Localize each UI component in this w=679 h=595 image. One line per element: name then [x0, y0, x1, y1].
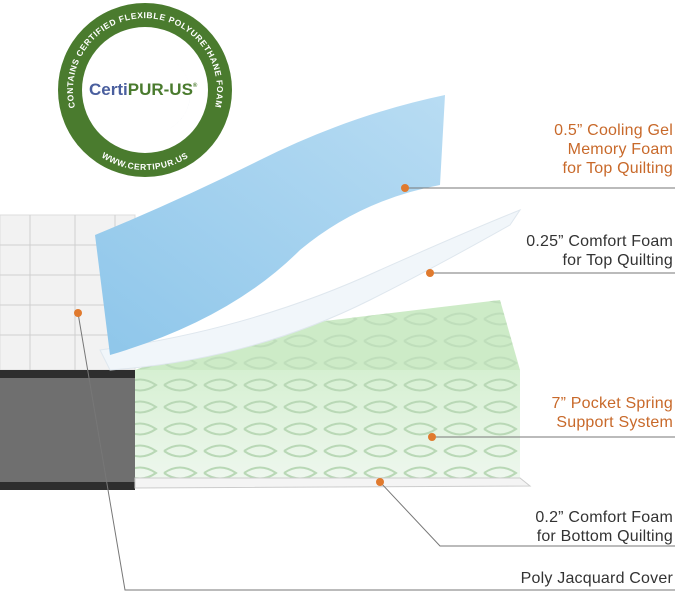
bottom-comfort-foam	[134, 477, 532, 489]
label-poly-jacquard-cover: Poly Jacquard Cover	[521, 569, 673, 588]
label-top-comfort-foam: 0.25” Comfort Foam for Top Quilting	[526, 232, 673, 270]
label-bottom-comfort-foam: 0.2” Comfort Foam for Bottom Quilting	[535, 508, 673, 546]
label-gel-memory-foam: 0.5” Cooling Gel Memory Foam for Top Qui…	[554, 121, 673, 178]
logo-brand: CertiPUR-US®	[89, 80, 198, 99]
label-line: for Bottom Quilting	[536, 528, 673, 545]
label-line: 0.2” Comfort Foam	[535, 509, 673, 526]
label-line: Poly Jacquard Cover	[520, 570, 673, 587]
gel-memory-foam	[95, 95, 445, 355]
marker-dot	[74, 309, 82, 317]
label-line: 0.25” Comfort Foam	[526, 233, 673, 250]
certipur-us-logo: CONTAINS CERTIFIED FLEXIBLE POLYURETHANE…	[58, 3, 232, 177]
label-line: Support System	[556, 414, 673, 431]
label-pocket-spring: 7” Pocket Spring Support System	[552, 394, 673, 432]
label-line: for Top Quilting	[562, 160, 673, 177]
marker-dot	[401, 184, 409, 192]
label-line: for Top Quilting	[562, 252, 673, 269]
marker-dot	[376, 478, 384, 486]
label-line: Memory Foam	[567, 141, 673, 158]
marker-dot	[428, 433, 436, 441]
top-comfort-foam	[99, 208, 522, 371]
mattress-side-panel	[0, 370, 135, 490]
label-line: 7” Pocket Spring	[551, 395, 673, 412]
label-line: 0.5” Cooling Gel	[554, 122, 673, 139]
marker-dot	[426, 269, 434, 277]
